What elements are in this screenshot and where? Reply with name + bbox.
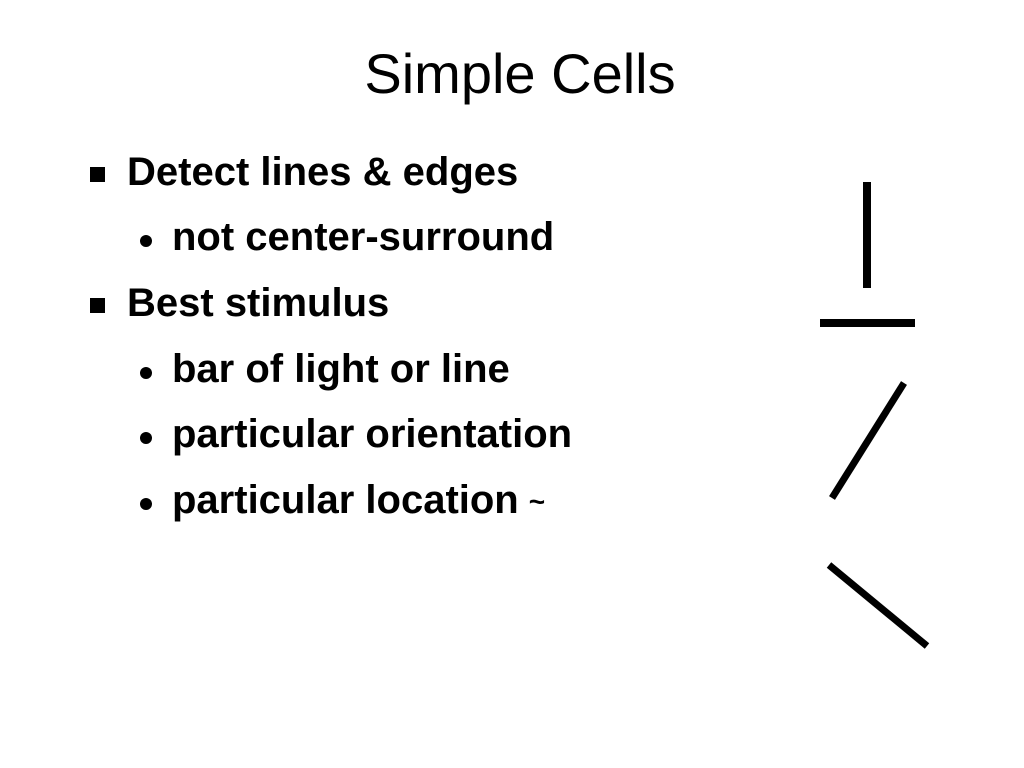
sub-bullet-bar-of-light: bar of light or line [140, 349, 510, 389]
sub-bullet-location: particular location ~ [140, 480, 545, 520]
bullet-text: not center-surround [172, 215, 555, 259]
bullet-detect-lines: Detect lines & edges [90, 152, 518, 192]
bullet-best-stimulus: Best stimulus [90, 283, 389, 323]
diagonal-down-right-line [826, 562, 930, 649]
slide-title: Simple Cells [364, 42, 676, 105]
square-bullet-icon [90, 297, 105, 313]
diagonal-up-right-line [829, 381, 907, 500]
tilde-mark: ~ [528, 486, 546, 517]
orientation-lines-figure [820, 182, 930, 649]
square-bullet-icon [90, 166, 105, 182]
dot-bullet-icon [140, 235, 152, 247]
bullet-text: Detect lines & edges [127, 150, 519, 194]
sub-bullet-center-surround: not center-surround [140, 217, 554, 257]
dot-bullet-icon [140, 432, 152, 444]
bullet-text: particular location [172, 478, 519, 522]
dot-bullet-icon [140, 367, 152, 379]
bullet-text: bar of light or line [172, 347, 510, 391]
sub-bullet-orientation: particular orientation [140, 414, 572, 454]
dot-bullet-icon [140, 498, 152, 510]
bullet-text: Best stimulus [127, 281, 390, 325]
bullet-text: particular orientation [172, 412, 573, 456]
